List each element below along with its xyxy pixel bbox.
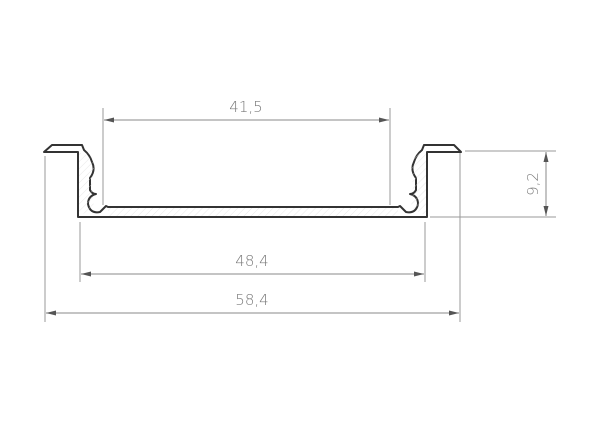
extension-lines <box>44 108 556 322</box>
dimension-height: 9,2 <box>524 152 549 216</box>
profile-section <box>43 144 462 218</box>
dimension-inner-top: 41,5 <box>104 98 389 123</box>
dimension-overall: 58,4 <box>46 291 459 316</box>
dimension-label-58-4: 58,4 <box>235 291 268 309</box>
dimension-label-48-4: 48,4 <box>235 252 268 270</box>
dimension-label-41-5: 41,5 <box>229 98 262 116</box>
dimension-inner-bottom: 48,4 <box>81 252 424 277</box>
dimension-label-9-2: 9,2 <box>524 172 542 196</box>
